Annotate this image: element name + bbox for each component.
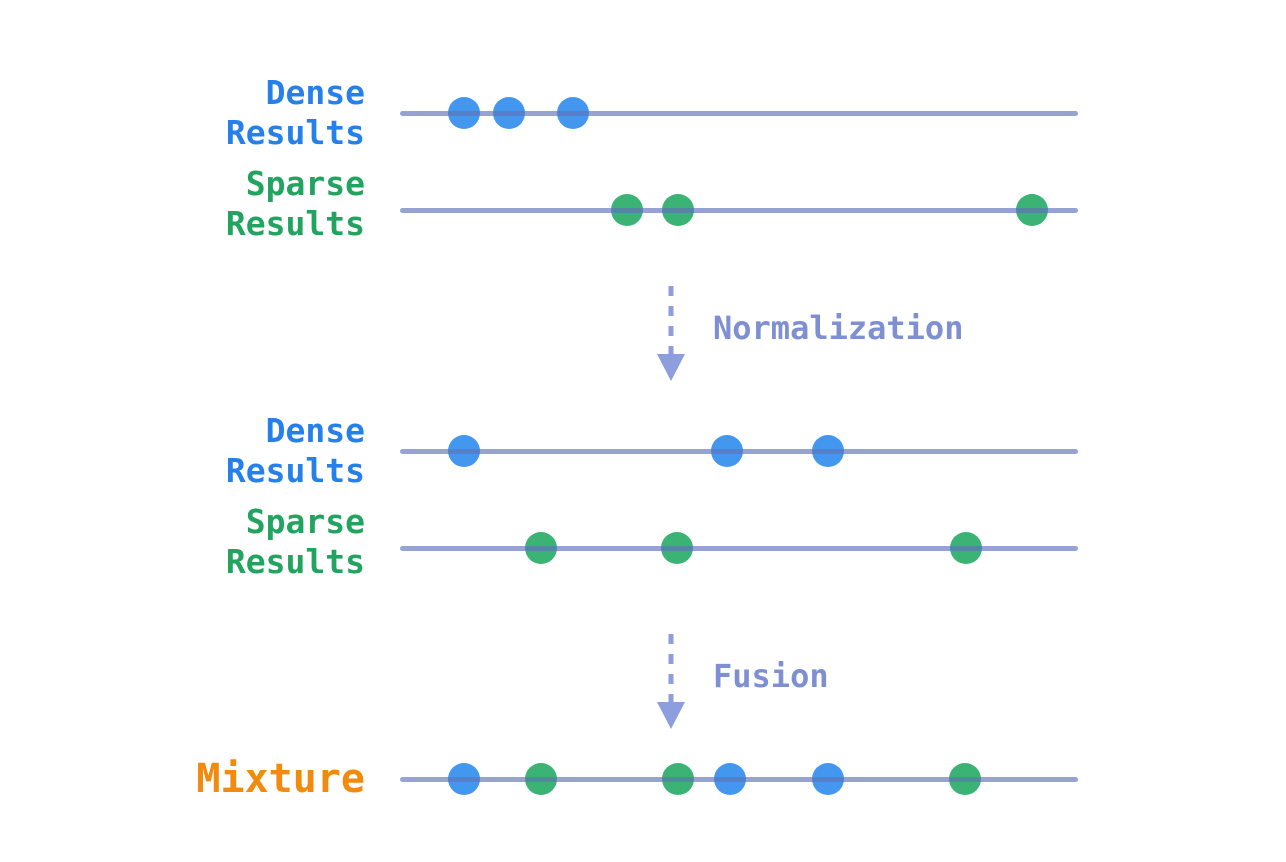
score-line xyxy=(400,545,1078,551)
score-line xyxy=(400,110,1078,116)
mixture-label: Mixture xyxy=(196,756,365,802)
score-line xyxy=(400,776,1078,782)
sparse-results-label-normalized: Sparse Results xyxy=(225,502,365,581)
sparse-results-label-initial: Sparse Results xyxy=(225,164,365,243)
score-line xyxy=(400,207,1078,213)
fusion-label: Fusion xyxy=(713,657,829,695)
fusion-arrow-icon xyxy=(657,634,685,729)
dense-results-label-normalized: Dense Results xyxy=(225,411,365,490)
normalization-arrow-icon xyxy=(657,286,685,381)
normalization-label: Normalization xyxy=(713,309,964,347)
dense-results-label-initial: Dense Results xyxy=(225,73,365,152)
score-line xyxy=(400,448,1078,454)
